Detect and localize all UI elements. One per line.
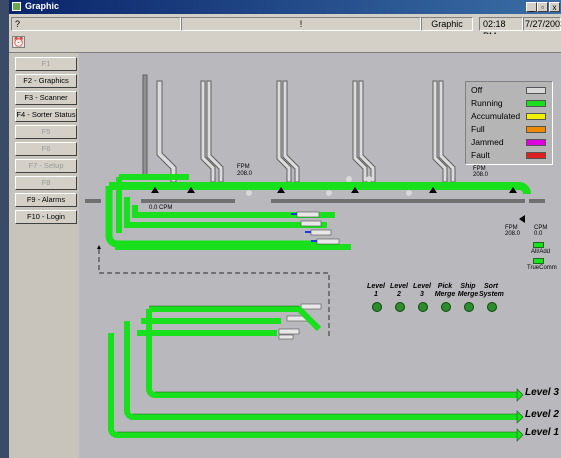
legend-swatch [526, 126, 546, 133]
f3-scanner-button[interactable]: F3 - Scanner [15, 91, 77, 105]
f6-button[interactable]: F6 [15, 142, 77, 156]
truecomm-label: TrueComm [527, 265, 557, 271]
level-1-label: Level 1 [525, 427, 559, 438]
legend-swatch [526, 87, 546, 94]
f9-alarms-button[interactable]: F9 - Alarms [15, 193, 77, 207]
status-legend: Off Running Accumulated Full Jammed Faul… [465, 81, 553, 165]
window-title-bar: Graphic _ ▫ x [9, 0, 561, 14]
minimize-button[interactable]: _ [526, 2, 537, 12]
level-loops [108, 306, 517, 438]
legend-full: Full [466, 123, 552, 136]
legend-swatch [526, 139, 546, 146]
window-title: Graphic [25, 1, 60, 11]
merge-ends [278, 211, 340, 340]
clock-date: 7/27/2003 [523, 17, 561, 31]
level-arrows [516, 388, 524, 442]
legend-swatch [526, 100, 546, 107]
truecomm-indicator [533, 258, 544, 264]
cpm-left: 0.0 CPM [149, 205, 173, 211]
sorter-bar-stub-right [529, 199, 545, 203]
fpm-label-2: FPM [473, 166, 486, 172]
level-loop-edges [117, 305, 517, 433]
all-add-indicator [533, 242, 544, 248]
sorter-bar-right [271, 199, 525, 203]
f4-sorter-status-button[interactable]: F4 - Sorter Status [15, 108, 77, 122]
conveyor-diagram [85, 74, 545, 442]
level-2-label: Level 2 [525, 409, 559, 420]
sorter-bar-left [141, 199, 235, 203]
level-3-status-light[interactable] [418, 302, 428, 312]
level-3-label: Level 3 [525, 387, 559, 398]
close-button[interactable]: x [549, 2, 560, 12]
legend-jammed: Jammed [466, 136, 552, 149]
help-cell[interactable]: ? [11, 17, 181, 31]
cpm-right-value: 0.0 [534, 231, 543, 237]
legend-off: Off [466, 84, 552, 97]
maximize-button[interactable]: ▫ [537, 2, 548, 12]
alert-cell: ! [181, 17, 421, 31]
legend-accumulated: Accumulated [466, 110, 552, 123]
legend-swatch [526, 152, 546, 159]
f8-button[interactable]: F8 [15, 176, 77, 190]
fpm-label-1: FPM [237, 164, 250, 170]
level-1-status-light[interactable] [372, 302, 382, 312]
screen-name: Graphic [421, 17, 473, 31]
cpm-right-label: CPM [534, 225, 548, 231]
f5-button[interactable]: F5 [15, 125, 77, 139]
ship-merge-status-light[interactable] [464, 302, 474, 312]
clock-time: 02:18 PM [479, 17, 523, 41]
status-bar: ? ! Graphic 02:18 PM 7/27/2003 [9, 14, 561, 41]
conveyor-graphic: FPM 208.0 FPM 208.0 FPM 208.0 0.0 CPM CP… [79, 53, 561, 458]
fpm-value-1: 208.0 [237, 171, 253, 177]
sorter-loop [105, 174, 531, 250]
fpm-label-3: FPM [505, 225, 518, 231]
alarm-clock-icon[interactable]: ⏰ [12, 36, 25, 48]
app-icon [12, 2, 21, 11]
level-2-status-light[interactable] [395, 302, 405, 312]
fpm-value-3: 208.0 [505, 231, 521, 237]
fpm-value-2: 208.0 [473, 172, 489, 178]
function-key-panel: F1 F2 - Graphics F3 - Scanner F4 - Sorte… [9, 53, 79, 458]
sorter-bar-stub [85, 199, 101, 203]
f2-graphics-button[interactable]: F2 - Graphics [15, 74, 77, 88]
inactive-dots [246, 176, 412, 196]
dashed-link [98, 249, 330, 339]
f10-login-button[interactable]: F10 - Login [15, 210, 77, 224]
toolbar: ⏰ [9, 34, 561, 53]
legend-running: Running [466, 97, 552, 110]
f1-button[interactable]: F1 [15, 57, 77, 71]
legend-fault: Fault [466, 149, 552, 162]
f7-setup-button[interactable]: F7 - Setup [15, 159, 77, 173]
pick-merge-status-light[interactable] [441, 302, 451, 312]
photo-eyes [151, 187, 525, 223]
legend-swatch [526, 113, 546, 120]
all-add-label: All/Add [531, 249, 551, 255]
sort-system-status-light[interactable] [487, 302, 497, 312]
feeder-chutes [142, 74, 456, 183]
